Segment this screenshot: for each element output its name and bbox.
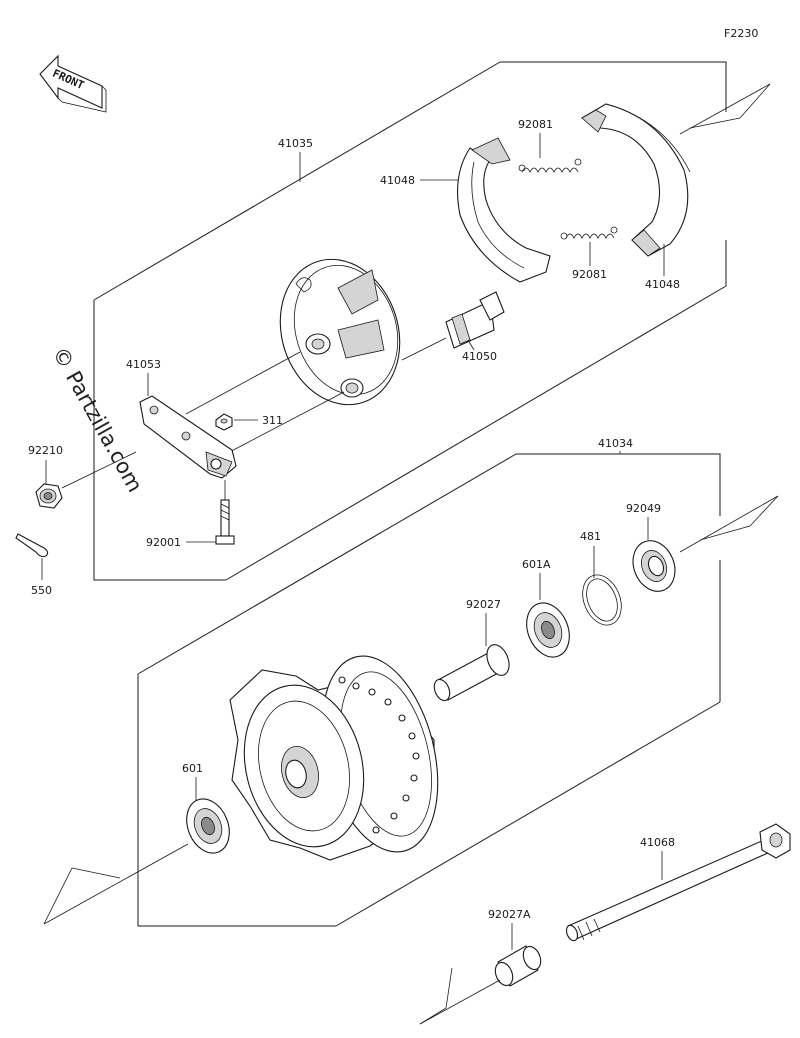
brake-panel-assembly-outline — [93, 61, 771, 581]
oil-seal-92049 — [632, 540, 676, 592]
part-label-601A: 601A — [522, 558, 551, 571]
nut-92210 — [35, 483, 63, 509]
part-label-41048-left: 41048 — [380, 174, 415, 187]
part-label-550: 550 — [31, 584, 52, 597]
brake-shoe-left — [457, 137, 551, 283]
axle-41068 — [565, 823, 791, 942]
part-label-92001: 92001 — [146, 536, 181, 549]
part-label-92027: 92027 — [466, 598, 501, 611]
bearing-601 — [186, 798, 230, 854]
wheel-hub — [229, 655, 439, 861]
bolt-92001 — [215, 499, 235, 545]
part-label-41034: 41034 — [598, 437, 633, 450]
part-label-41035: 41035 — [278, 137, 313, 150]
part-label-92027A: 92027A — [488, 908, 531, 921]
hub-assembly-outline — [137, 453, 779, 927]
part-label-311: 311 — [262, 414, 283, 427]
spacer-92027 — [433, 644, 510, 702]
brake-panel — [279, 258, 401, 406]
cotter-pin-550 — [15, 533, 49, 558]
part-label-41048-right: 41048 — [645, 278, 680, 291]
brake-cam-lever — [139, 395, 237, 479]
brake-cam — [445, 291, 505, 349]
nut-311 — [215, 413, 233, 431]
part-label-41053: 41053 — [126, 358, 161, 371]
part-label-481: 481 — [580, 530, 601, 543]
circlip-481 — [582, 574, 622, 626]
part-label-92210: 92210 — [28, 444, 63, 457]
part-label-41068: 41068 — [640, 836, 675, 849]
front-arrow-icon: FRONT — [39, 54, 107, 113]
brake-shoe-right — [580, 103, 691, 257]
diagram-code: F2230 — [724, 27, 758, 40]
part-label-41050: 41050 — [462, 350, 497, 363]
spring-top — [518, 158, 582, 173]
collar-92027A — [494, 945, 542, 987]
part-label-601: 601 — [182, 762, 203, 775]
part-label-92049: 92049 — [626, 502, 661, 515]
part-label-92081-bottom: 92081 — [572, 268, 607, 281]
part-label-92081-top: 92081 — [518, 118, 553, 131]
spring-bottom — [560, 226, 618, 240]
bearing-601A — [526, 602, 570, 658]
